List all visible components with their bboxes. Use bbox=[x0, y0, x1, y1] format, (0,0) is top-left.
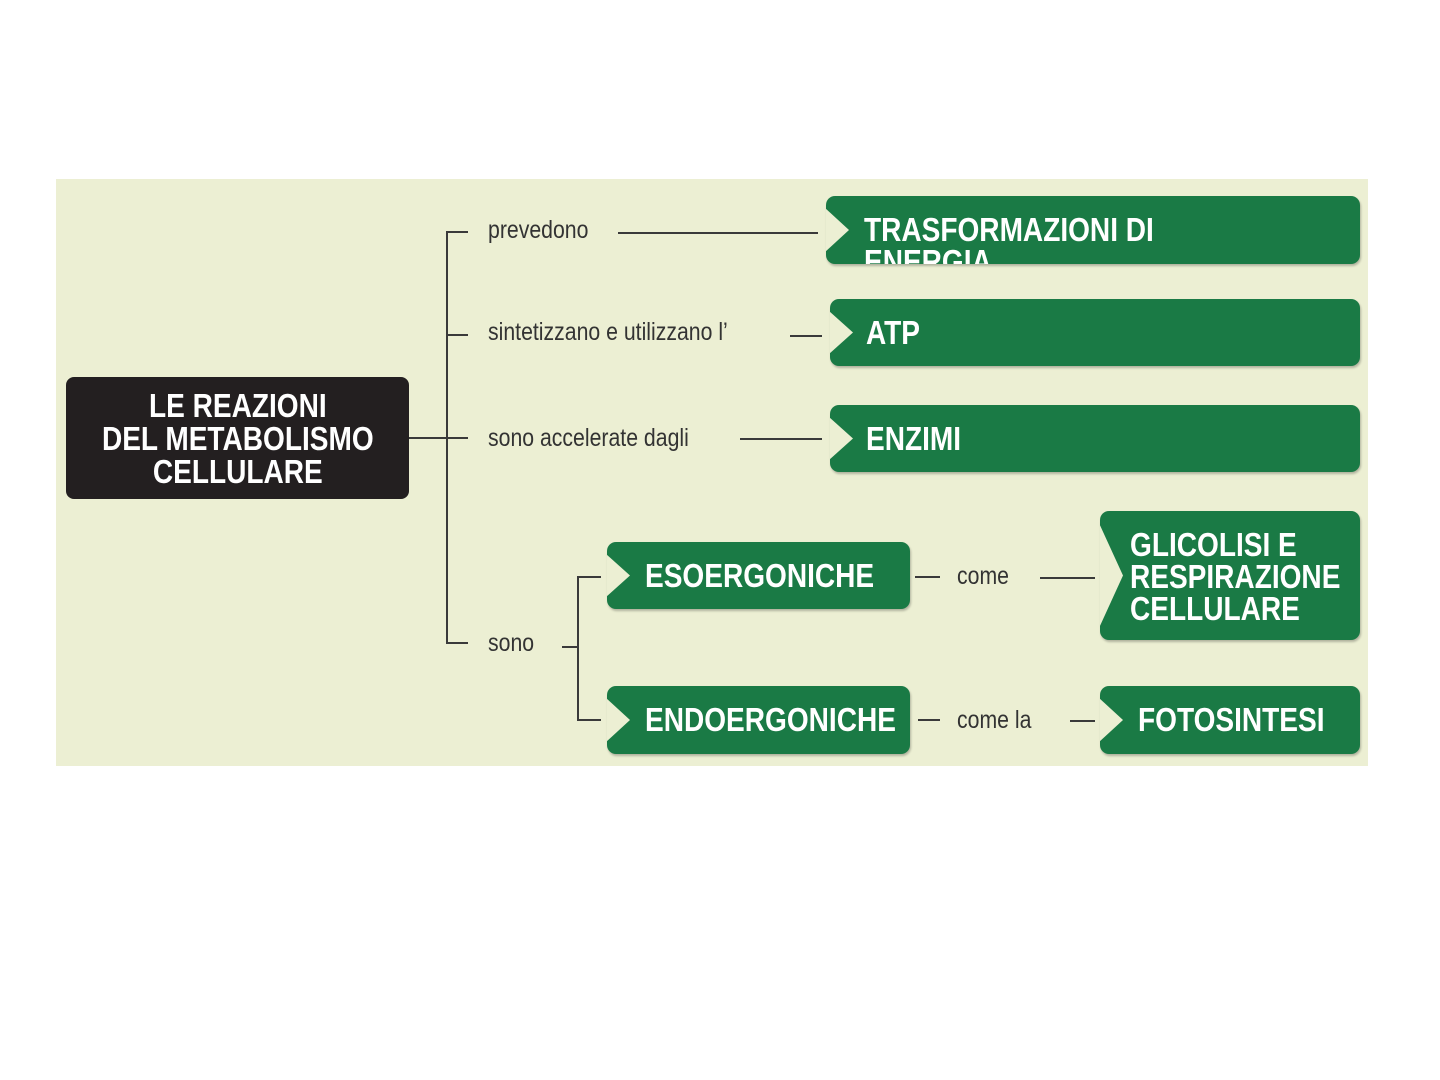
node-label: FOTOSINTESI bbox=[1138, 701, 1325, 738]
connector-line bbox=[618, 232, 818, 234]
node-label: ATP bbox=[866, 314, 921, 351]
connector-line bbox=[790, 335, 822, 337]
connector-label: come la bbox=[957, 706, 1032, 734]
connector-label: prevedono bbox=[488, 216, 589, 244]
node-label: GLICOLISI E RESPIRAZIONE CELLULARE bbox=[1130, 526, 1341, 627]
connector-line bbox=[1040, 577, 1095, 579]
connector-line bbox=[915, 576, 940, 578]
root-label: LE REAZIONI DEL METABOLISMO CELLULARE bbox=[101, 386, 374, 490]
bracket-tick bbox=[577, 576, 601, 578]
bracket-tick bbox=[577, 719, 601, 721]
bracket-tick bbox=[446, 334, 468, 336]
connector-line bbox=[1070, 720, 1095, 722]
node-glicolisi-respirazione: GLICOLISI E RESPIRAZIONE CELLULARE bbox=[1100, 511, 1360, 640]
connector-line bbox=[918, 719, 940, 721]
bracket-tick bbox=[446, 642, 468, 644]
root-connector-line bbox=[409, 437, 468, 439]
connector-label: sono bbox=[488, 629, 535, 657]
bracket-tick bbox=[446, 231, 468, 233]
sub-bracket bbox=[577, 576, 579, 721]
node-atp: ATP bbox=[830, 299, 1360, 366]
connector-label: come bbox=[957, 562, 1009, 590]
node-enzimi: ENZIMI bbox=[830, 405, 1360, 472]
connector-label: sintetizzano e utilizzano l’ bbox=[488, 318, 728, 346]
node-trasformazioni-energia: TRASFORMAZIONI DI ENERGIA bbox=[826, 196, 1360, 264]
node-label: ENZIMI bbox=[866, 420, 962, 457]
node-label: ENDOERGONICHE bbox=[645, 701, 896, 738]
main-bracket bbox=[446, 231, 448, 644]
connector-label: sono accelerate dagli bbox=[488, 424, 689, 452]
node-fotosintesi: FOTOSINTESI bbox=[1100, 686, 1360, 754]
connector-line bbox=[562, 646, 578, 648]
root-node: LE REAZIONI DEL METABOLISMO CELLULARE bbox=[66, 377, 409, 499]
connector-line bbox=[740, 438, 822, 440]
node-endoergoniche: ENDOERGONICHE bbox=[607, 686, 910, 754]
node-esoergoniche: ESOERGONICHE bbox=[607, 542, 910, 609]
node-label: TRASFORMAZIONI DI ENERGIA bbox=[864, 211, 1154, 264]
node-label: ESOERGONICHE bbox=[645, 557, 875, 594]
